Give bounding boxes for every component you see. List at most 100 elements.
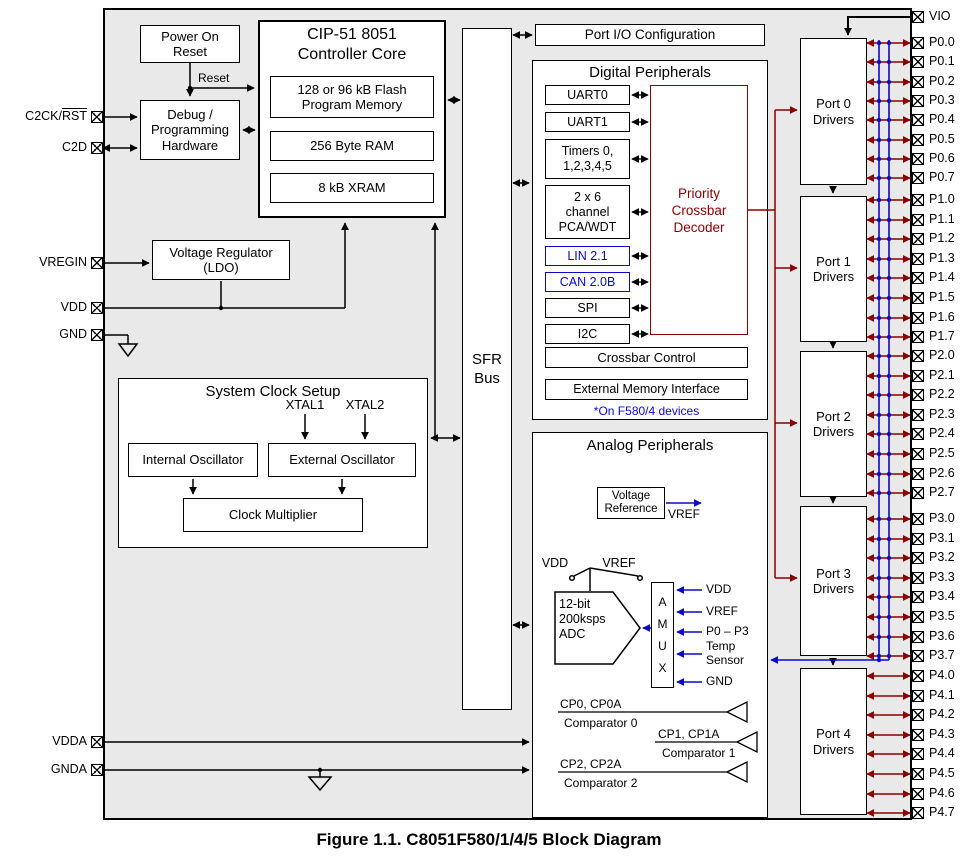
pin-symbol-p33 xyxy=(912,572,924,584)
pin-label-p06: P0.6 xyxy=(929,151,955,165)
pin-symbol-p17 xyxy=(912,331,924,343)
pin-label-p24: P2.4 xyxy=(929,426,955,440)
amux-input-label-p0: P0 – P3 xyxy=(706,624,749,638)
amux-input-label-gnd: GND xyxy=(706,674,733,688)
pin-symbol-p31 xyxy=(912,533,924,545)
voltage-regulator-box: Voltage Regulator (LDO) xyxy=(152,240,290,280)
pin-label-p36: P3.6 xyxy=(929,629,955,643)
pin-label-p14: P1.4 xyxy=(929,270,955,284)
pin-symbol-p02 xyxy=(912,76,924,88)
pin-symbol-p00 xyxy=(912,37,924,49)
reset-label: Reset xyxy=(198,71,230,85)
pin-label-c2ck-rst: C2CK/RST xyxy=(25,109,87,123)
pin-symbol-p42 xyxy=(912,709,924,721)
pin-label-p12: P1.2 xyxy=(929,231,955,245)
pin-label-p34: P3.4 xyxy=(929,589,955,603)
pin-symbol-c2d xyxy=(91,142,103,154)
pin-symbol-p23 xyxy=(912,409,924,421)
pin-symbol-p16 xyxy=(912,312,924,324)
port-0-drivers-box: Port 0 Drivers xyxy=(800,38,867,185)
external-memory-interface-box: External Memory Interface xyxy=(545,379,748,400)
pin-label-p47: P4.7 xyxy=(929,805,955,819)
pin-label-gnd: GND xyxy=(59,327,87,341)
pin-label-c2d: C2D xyxy=(61,140,87,154)
pin-label-p13: P1.3 xyxy=(929,251,955,265)
peripheral-2-box: 2 x 6 channel PCA/WDT xyxy=(545,185,630,239)
pin-label-p45: P4.5 xyxy=(929,766,955,780)
pin-symbol-p13 xyxy=(912,253,924,265)
vref-output-label: VREF xyxy=(668,507,701,521)
pin-symbol-p21 xyxy=(912,370,924,382)
pin-symbol-p44 xyxy=(912,748,924,760)
pin-label-p02: P0.2 xyxy=(929,74,955,88)
amux-input-label-temp: Temp Sensor xyxy=(706,639,745,667)
pin-label-p23: P2.3 xyxy=(929,407,955,421)
pin-label-p10: P1.0 xyxy=(929,192,955,206)
comparator-2-name-label: Comparator 2 xyxy=(564,776,638,790)
pin-label-p04: P0.4 xyxy=(929,112,955,126)
analog-peripherals-title: Analog Peripherals xyxy=(586,437,714,454)
peripheral-timers-box: Timers 0, 1,2,3,4,5 xyxy=(545,139,630,179)
comparator-1-name-label: Comparator 1 xyxy=(662,746,736,760)
flash-memory-box: 128 or 96 kB Flash Program Memory xyxy=(270,76,434,118)
pin-label-p03: P0.3 xyxy=(929,93,955,107)
pin-symbol-vio xyxy=(912,11,924,23)
adc-label: 12-bit 200ksps ADC xyxy=(559,597,606,641)
pin-symbol-p24 xyxy=(912,428,924,440)
pin-symbol-p10 xyxy=(912,194,924,206)
pin-symbol-p03 xyxy=(912,95,924,107)
amux-input-label-vdd: VDD xyxy=(706,582,732,596)
pin-label-p07: P0.7 xyxy=(929,170,955,184)
pin-label-p43: P4.3 xyxy=(929,727,955,741)
pin-label-p35: P3.5 xyxy=(929,609,955,623)
pin-label-p21: P2.1 xyxy=(929,368,955,382)
pin-symbol-p07 xyxy=(912,172,924,184)
pin-label-vregin: VREGIN xyxy=(39,255,87,269)
pin-symbol-p35 xyxy=(912,611,924,623)
pin-label-p16: P1.6 xyxy=(929,310,955,324)
comparator-2-signals-label: CP2, CP2A xyxy=(560,757,622,771)
power-on-reset-box: Power On Reset xyxy=(140,25,240,63)
port-4-drivers-box: Port 4 Drivers xyxy=(800,668,867,815)
pin-symbol-vdd xyxy=(91,302,103,314)
pin-label-p42: P4.2 xyxy=(929,707,955,721)
pin-symbol-p43 xyxy=(912,729,924,741)
pin-label-p17: P1.7 xyxy=(929,329,955,343)
pin-label-p15: P1.5 xyxy=(929,290,955,304)
pin-label-p44: P4.4 xyxy=(929,746,955,760)
sfr-bus-box: SFR Bus xyxy=(462,28,512,710)
priority-crossbar-decoder-box: Priority Crossbar Decoder xyxy=(650,85,748,335)
amux-box: A M U X xyxy=(651,582,674,688)
peripheral-i2c-box: I2C xyxy=(545,324,630,344)
pin-symbol-p12 xyxy=(912,233,924,245)
pin-label-vdd: VDD xyxy=(60,300,87,314)
pin-symbol-p26 xyxy=(912,468,924,480)
debug-programming-box: Debug / Programming Hardware xyxy=(140,100,240,160)
pin-label-gnda: GNDA xyxy=(50,762,87,776)
peripheral-can-box: CAN 2.0B xyxy=(545,272,630,292)
pin-label-vio: VIO xyxy=(929,9,951,23)
pin-symbol-p06 xyxy=(912,153,924,165)
pin-symbol-p47 xyxy=(912,807,924,819)
pin-label-p32: P3.2 xyxy=(929,550,955,564)
ram-box: 256 Byte RAM xyxy=(270,131,434,161)
pin-label-vdda: VDDA xyxy=(52,734,87,748)
peripheral-uart1-box: UART1 xyxy=(545,112,630,132)
pin-symbol-p25 xyxy=(912,448,924,460)
voltage-reference-box: Voltage Reference xyxy=(597,487,665,519)
pin-symbol-p22 xyxy=(912,389,924,401)
pin-symbol-p30 xyxy=(912,513,924,525)
pin-label-p40: P4.0 xyxy=(929,668,955,682)
figure-caption: Figure 1.1. C8051F580/1/4/5 Block Diagra… xyxy=(316,830,662,849)
pin-label-p41: P4.1 xyxy=(929,688,955,702)
peripheral-spi-box: SPI xyxy=(545,298,630,318)
pin-symbol-vregin xyxy=(91,257,103,269)
cip51-title: CIP-51 8051 Controller Core xyxy=(297,26,407,63)
pin-symbol-vdda xyxy=(91,736,103,748)
pin-symbol-p05 xyxy=(912,134,924,146)
pin-symbol-p20 xyxy=(912,350,924,362)
pin-label-p26: P2.6 xyxy=(929,466,955,480)
pin-symbol-p37 xyxy=(912,650,924,662)
pin-label-p05: P0.5 xyxy=(929,132,955,146)
